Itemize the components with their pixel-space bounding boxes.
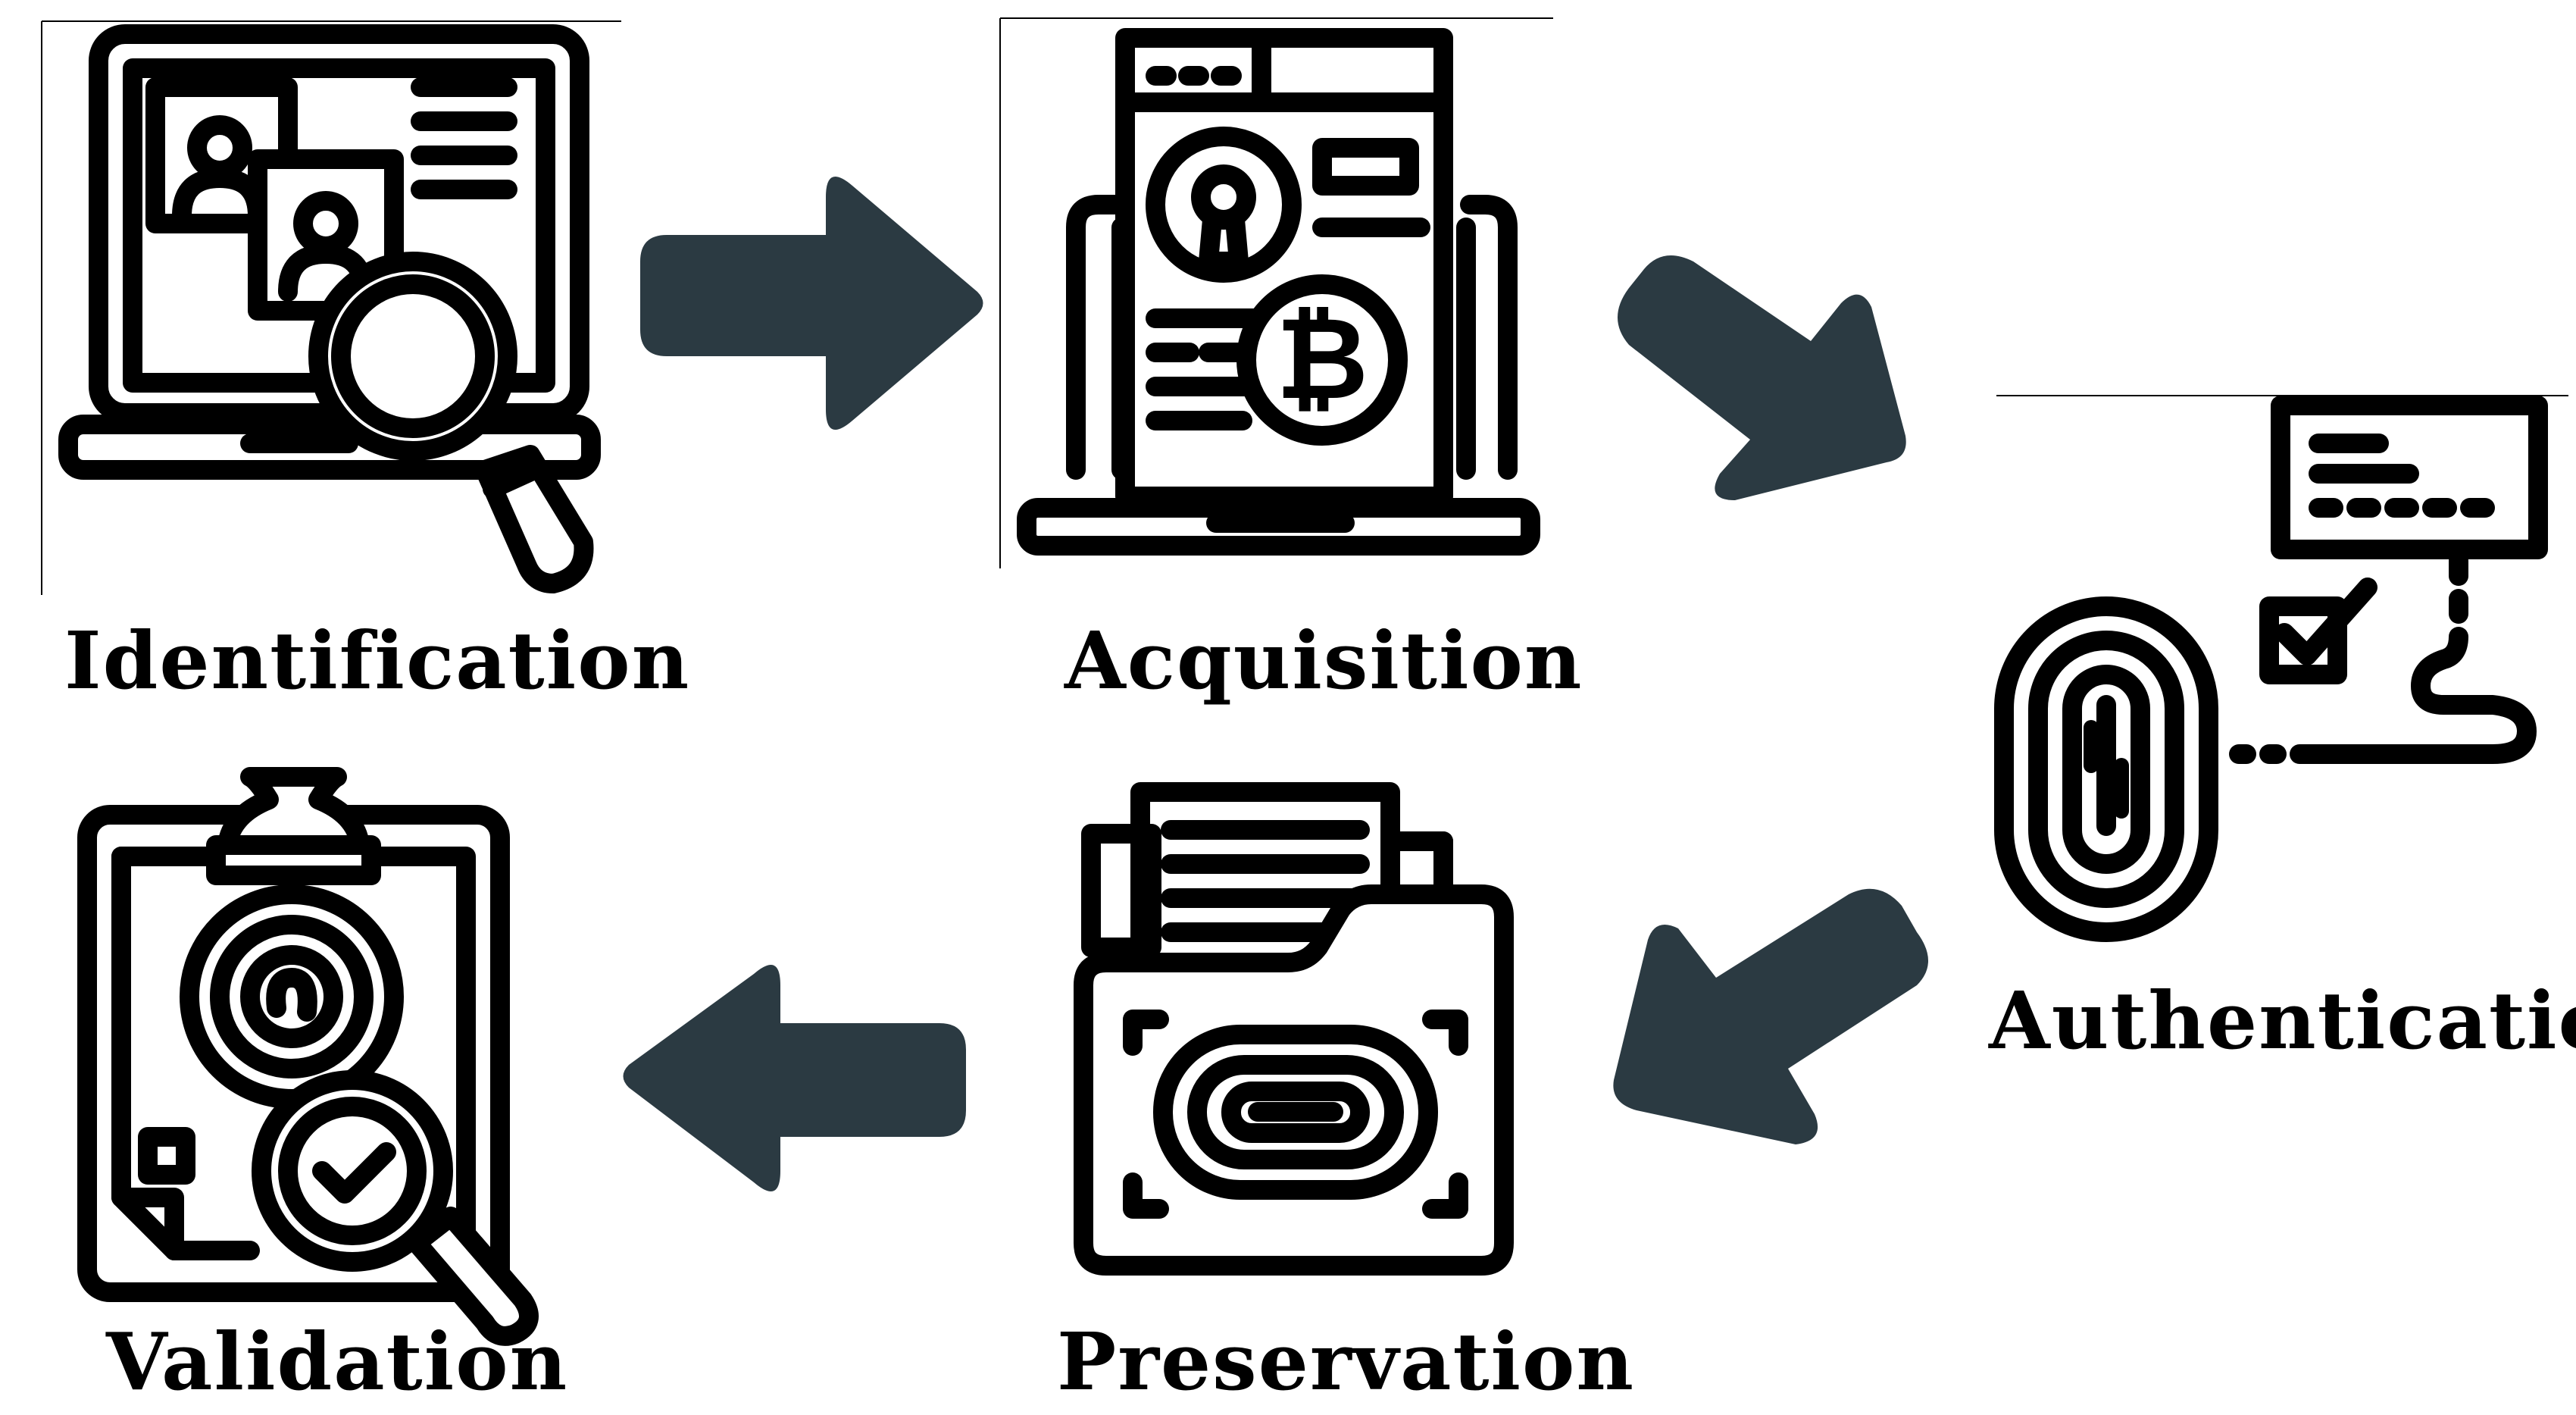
arrow-preservation-to-validation	[623, 965, 966, 1191]
acquisition-label: Acquisition	[1064, 614, 1583, 707]
clipboard-fingerprint-check-icon	[77, 767, 539, 1346]
laptop-magnifier-icon	[41, 20, 621, 595]
flow-arrows	[623, 177, 1928, 1191]
validation-label: Validation	[106, 1315, 569, 1408]
laptop-bitcoin-document-icon: ₿	[999, 17, 1553, 568]
folder-fingerprint-icon	[1074, 782, 1514, 1276]
arrow-acquisition-to-authentication	[1618, 255, 1906, 500]
arrow-authentication-to-preservation	[1613, 888, 1928, 1144]
fingerprint-checklist-icon	[1994, 395, 2568, 942]
identification-label: Identification	[64, 614, 691, 707]
svg-text:₿: ₿	[1276, 293, 1368, 425]
arrow-identification-to-acquisition	[640, 177, 983, 430]
authentication-label: Authentication	[1989, 974, 2576, 1067]
preservation-label: Preservation	[1057, 1315, 1636, 1408]
